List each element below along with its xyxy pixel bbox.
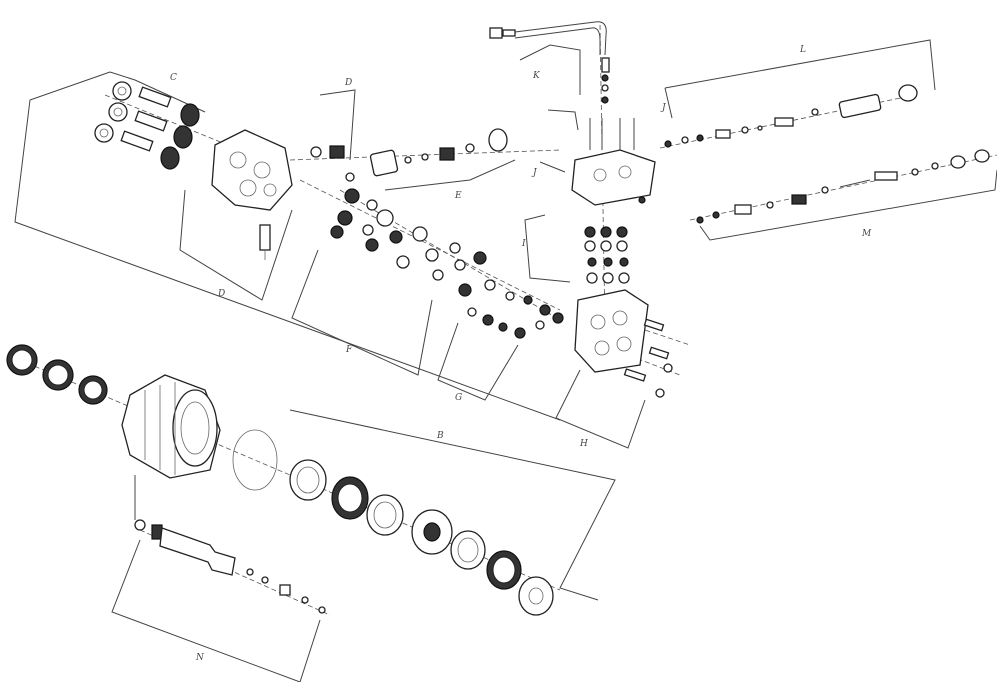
check-valves-f bbox=[330, 188, 496, 297]
manifold-lower bbox=[574, 289, 673, 398]
hose-k bbox=[489, 21, 607, 56]
label-d-upper: D bbox=[344, 78, 352, 88]
cylinder-head bbox=[211, 129, 293, 260]
front-seal-rings bbox=[6, 344, 108, 405]
label-g: G bbox=[455, 393, 462, 403]
unloader-parts-e bbox=[369, 128, 508, 177]
crankcase bbox=[121, 374, 221, 479]
label-f: F bbox=[345, 345, 353, 355]
label-h: H bbox=[579, 439, 588, 449]
check-valves-g bbox=[467, 291, 564, 339]
label-e: E bbox=[454, 191, 462, 201]
valve-parts-d bbox=[310, 145, 355, 182]
label-c: C bbox=[170, 73, 177, 83]
label-b: B bbox=[436, 431, 444, 441]
manifold-upper bbox=[571, 149, 656, 206]
piston-seal-set bbox=[94, 81, 200, 170]
manifold-valves bbox=[584, 226, 630, 284]
label-n: N bbox=[195, 653, 205, 663]
label-k: K bbox=[532, 71, 541, 81]
part-labels: C D D E F G H I J K L M B N J bbox=[170, 45, 872, 663]
unloader-assembly-l bbox=[664, 84, 918, 148]
label-i: I bbox=[521, 239, 526, 249]
label-m: M bbox=[861, 229, 872, 239]
vertical-valve-stack bbox=[589, 57, 635, 150]
label-l: L bbox=[799, 45, 806, 55]
label-d: D bbox=[217, 289, 225, 299]
crankshaft-n bbox=[134, 475, 326, 614]
relief-assembly-m bbox=[696, 149, 990, 224]
label-j: J bbox=[531, 168, 538, 178]
bearing-ring-set-b bbox=[232, 429, 554, 616]
label-j2: J bbox=[660, 103, 667, 113]
bracket-frames bbox=[14, 39, 997, 682]
